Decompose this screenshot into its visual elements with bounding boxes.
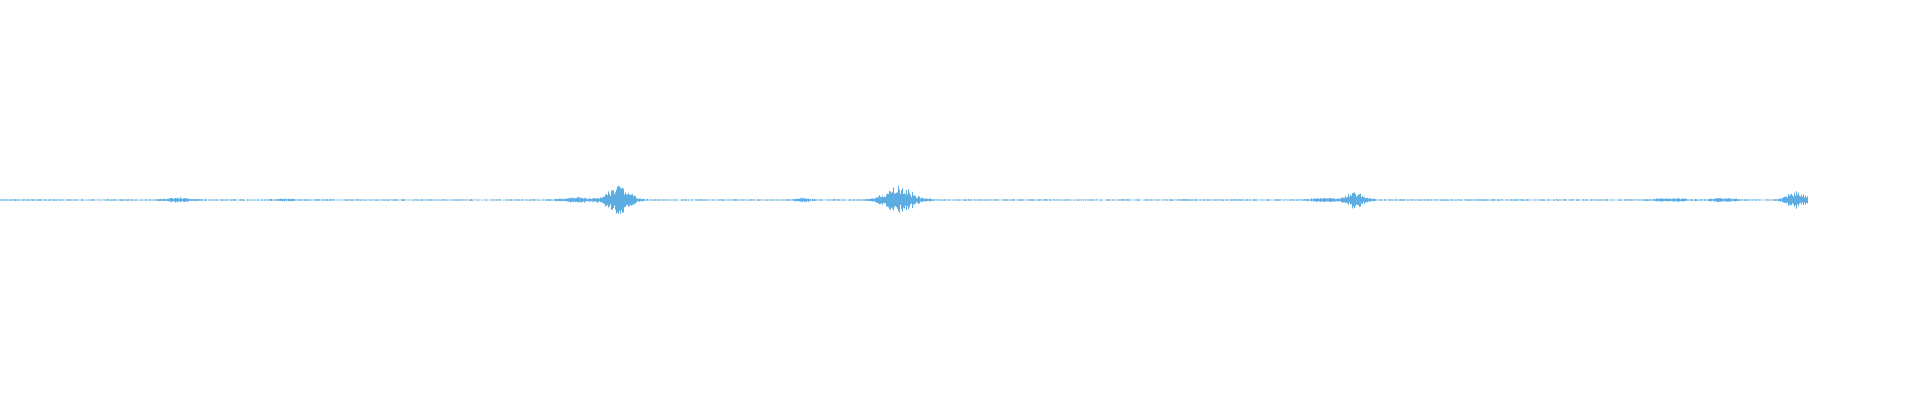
- waveform-samples: [0, 185, 1808, 214]
